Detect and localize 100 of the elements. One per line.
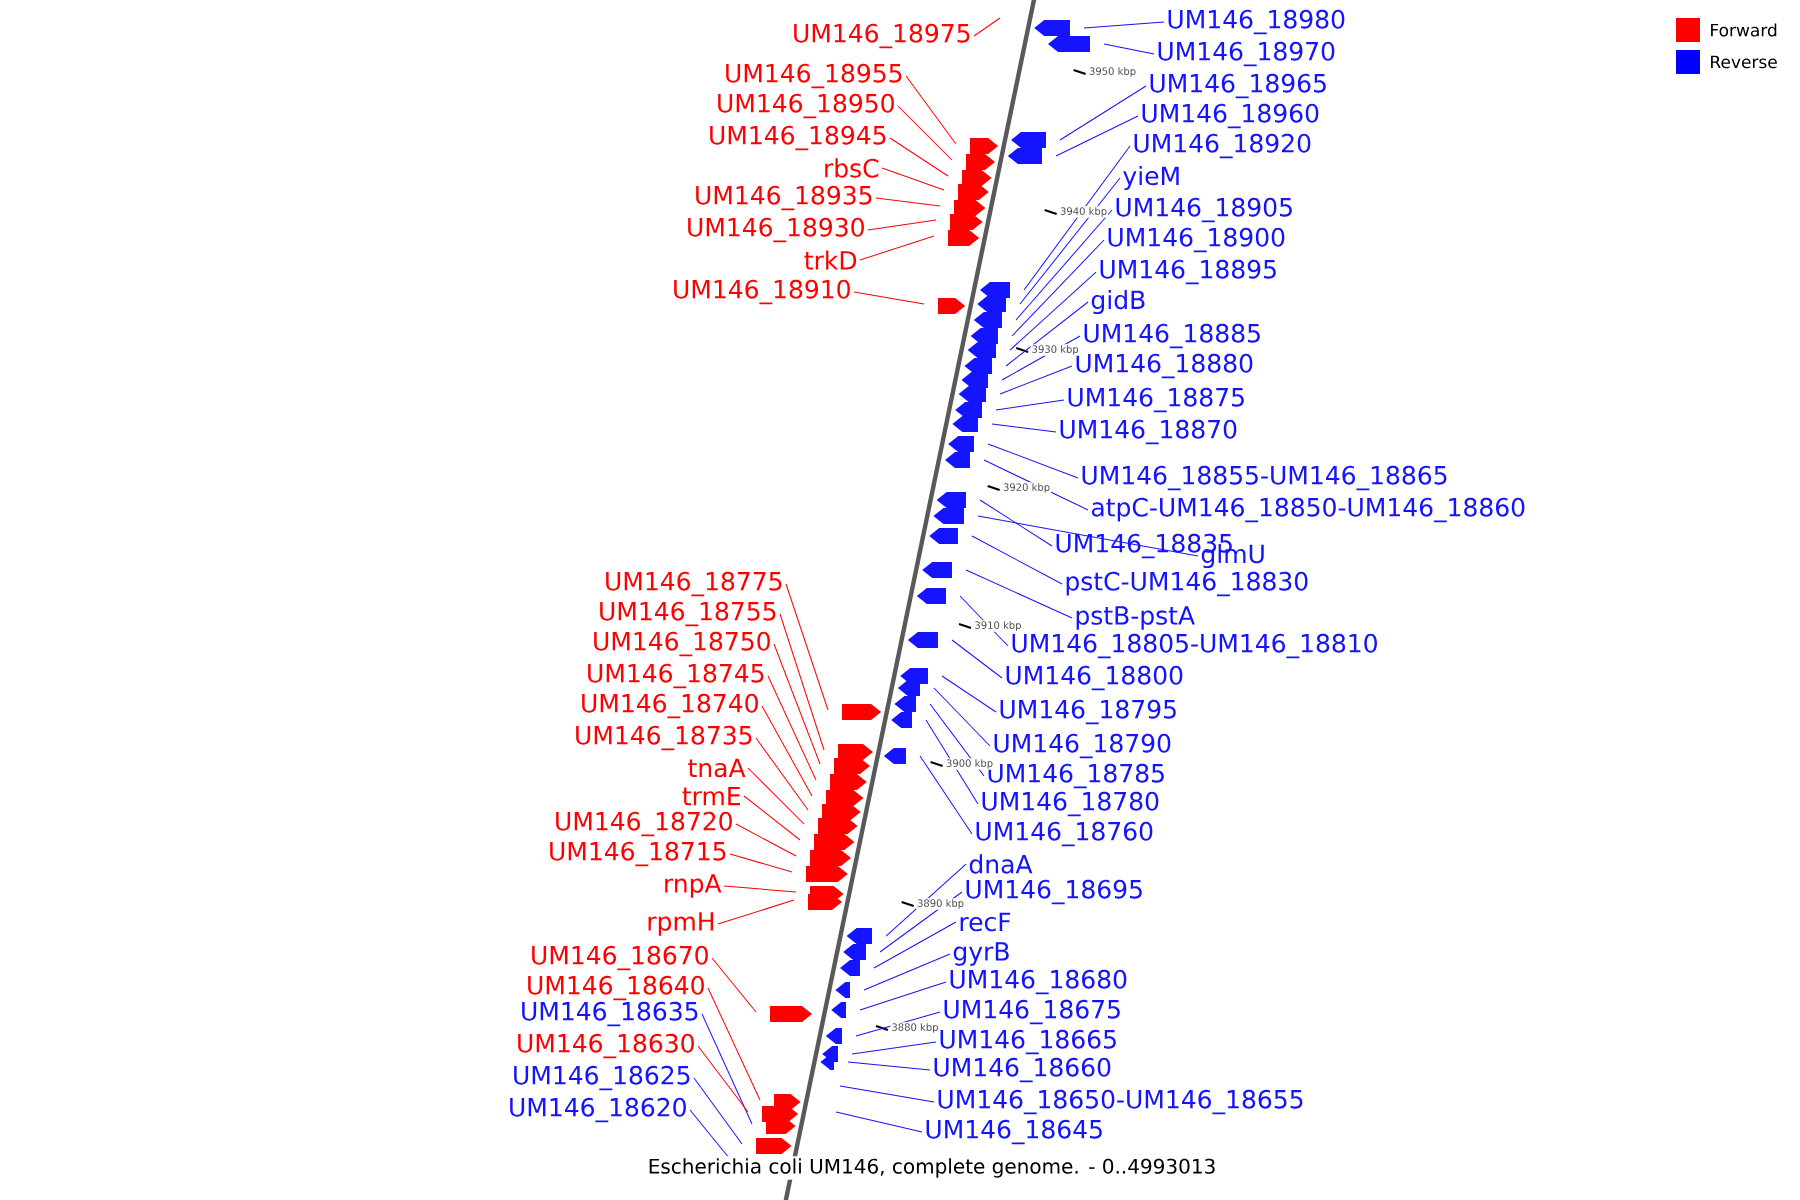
leader-line [1083, 21, 1165, 29]
gene-label: UM146_18880 [1076, 353, 1253, 379]
gene-label: UM146_18745 [588, 663, 764, 689]
leader-line [863, 953, 951, 991]
gene-label: UM146_18635 [522, 1001, 698, 1027]
leader-line [875, 197, 941, 207]
gene-label: recF [960, 912, 1011, 932]
caption: Escherichia coli UM146, complete genome. - 0..4993013 [645, 1156, 1219, 1180]
gene-label: UM146_18955 [726, 63, 902, 89]
gene-label: UM146_18640 [528, 975, 704, 1001]
gene-label: UM146_18975 [794, 23, 970, 49]
gene-label: gyrB [953, 942, 1009, 966]
leader-line [761, 705, 813, 797]
gene-label: UM146_18755 [600, 601, 776, 627]
gene-label: UM146_18795 [1000, 699, 1176, 725]
leader-line [1015, 209, 1113, 321]
leader-line [707, 987, 761, 1101]
leader-line [839, 1085, 935, 1103]
leader-line [881, 167, 945, 191]
leader-line [853, 291, 925, 305]
gene-label: atpC-UM146_18850-UM146_18860 [1091, 497, 1525, 523]
leader-line [919, 755, 973, 835]
leader-line [859, 981, 947, 1011]
leader-line [785, 583, 829, 711]
gene-label: UM146_18645 [926, 1119, 1102, 1145]
leader-line [1019, 177, 1121, 305]
leader-line [735, 823, 797, 857]
leader-line [729, 853, 793, 873]
gene-label: UM146_18675 [944, 999, 1120, 1025]
gene-label: UM146_18630 [518, 1033, 694, 1059]
gene-label: UM146_18980 [1168, 9, 1345, 35]
gene-label: UM146_18625 [514, 1065, 690, 1091]
gene-label: trkD [804, 250, 857, 270]
gene-label: UM146_18800 [1006, 665, 1183, 691]
gene-label: gidB [1091, 289, 1145, 315]
leader-line [701, 1013, 753, 1125]
gene-label: UM146_18910 [674, 279, 850, 305]
leader-line [847, 1061, 931, 1071]
leader-line [951, 639, 1003, 679]
gene-label: UM146_18945 [710, 125, 886, 151]
leader-line [991, 423, 1057, 433]
gene-label: dnaA [969, 854, 1033, 874]
gene-label: UM146_18780 [982, 791, 1159, 817]
gene-label: tnaA [688, 758, 746, 778]
leader-line [897, 105, 953, 161]
leader-line [1009, 271, 1097, 351]
gene-label: UM146_18670 [532, 945, 708, 971]
gene-label: UM146_18665 [940, 1029, 1116, 1055]
gene-label: UM146_18720 [556, 811, 732, 837]
gene-label: UM146_18695 [966, 879, 1142, 905]
leader-line [697, 1045, 749, 1113]
leader-line [973, 17, 1001, 37]
leader-line [851, 1041, 937, 1055]
gene-label: UM146_18895 [1100, 259, 1276, 285]
gene-label: UM146_18930 [688, 217, 864, 243]
leader-line [1055, 115, 1139, 157]
gene-label: UM146_18650-UM146_18655 [938, 1089, 1303, 1115]
leader-line [925, 719, 979, 805]
leader-line [905, 75, 957, 145]
gene-label: UM146_18750 [594, 631, 770, 657]
gene-label: yieM [1123, 165, 1179, 191]
gene-label: UM146_18660 [934, 1057, 1111, 1083]
leader-line [999, 365, 1073, 395]
legend-label: Reverse [1711, 55, 1777, 69]
leader-line [779, 613, 825, 751]
leader-line [965, 569, 1073, 619]
gene-label: pstB-pstA [1076, 606, 1195, 630]
leader-line [873, 921, 957, 969]
leader-line [1005, 301, 1089, 367]
leader-line [711, 957, 757, 1013]
gene-label: rnpA [665, 874, 722, 898]
leader-line [933, 687, 991, 747]
leader-line [941, 675, 997, 713]
leader-line [693, 1077, 743, 1145]
leader-line [859, 235, 935, 261]
gene-label: UM146_18790 [994, 733, 1171, 759]
leader-line [1011, 239, 1105, 337]
gene-label: UM146_18965 [1150, 73, 1326, 99]
leader-line [867, 219, 937, 231]
gene-label: pstC-UM146_18830 [1066, 571, 1308, 597]
gene-label: UM146_18715 [550, 841, 726, 867]
gene-label: UM146_18760 [976, 821, 1153, 847]
gene-label: trmE [682, 786, 741, 806]
leader-line [747, 767, 805, 825]
gene-label: UM146_18735 [576, 725, 752, 751]
legend-label: Forward [1711, 23, 1777, 37]
gene-label: UM146_18970 [1158, 41, 1335, 67]
leader-line [929, 703, 985, 777]
gene-label: UM146_18855-UM146_18865 [1082, 465, 1447, 491]
leader-line [755, 737, 809, 811]
leader-line [1059, 85, 1147, 141]
leader-line [987, 443, 1079, 479]
gene-label: rpmH [648, 912, 714, 936]
gene-label: UM146_18950 [718, 93, 894, 119]
gene-label: UM146_18870 [1060, 419, 1237, 445]
gene-label: UM146_18740 [582, 693, 758, 719]
leader-line [767, 675, 817, 781]
leader-line [889, 137, 949, 177]
gene-label: UM146_18920 [1134, 133, 1311, 159]
gene-label: UM146_18960 [1142, 103, 1319, 129]
